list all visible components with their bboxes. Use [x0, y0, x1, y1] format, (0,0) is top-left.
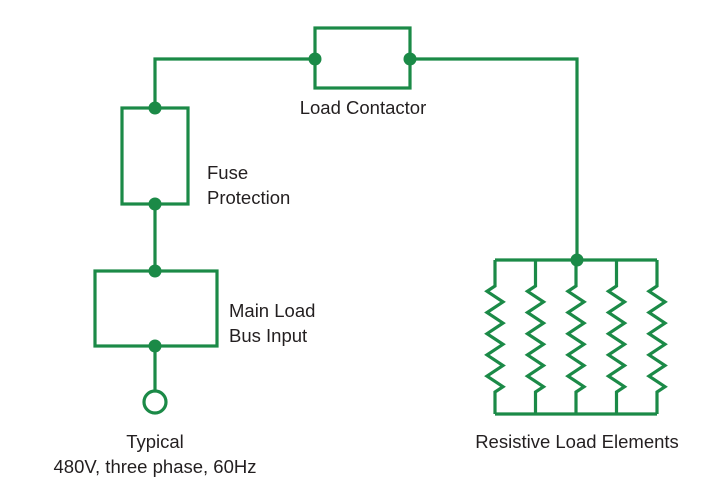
load-contactor-label: Load Contactor: [300, 97, 427, 118]
main-load-bus-box: [93, 269, 219, 348]
resistive-load-elements: Resistive Load Elements: [475, 253, 679, 452]
fuse-protection-label-line2: Protection: [207, 187, 290, 208]
fuse-protection-label-line1: Fuse: [207, 162, 248, 183]
main-load-bus-label-line1: Main Load: [229, 300, 315, 321]
power-input-label-line1: Typical: [126, 431, 184, 452]
main-load-bus-input: Main Load Bus Input: [93, 264, 315, 353]
resistor-element-2: [524, 260, 547, 414]
power-input: Typical 480V, three phase, 60Hz: [54, 389, 257, 477]
wiring: [153, 57, 579, 391]
resistor-bus-node: [570, 253, 584, 267]
bus-node-bottom: [148, 339, 162, 353]
power-input-label-line2: 480V, three phase, 60Hz: [54, 456, 257, 477]
load-contactor-node-left: [308, 52, 322, 66]
load-contactor-node-right: [403, 52, 417, 66]
main-load-bus-label-line2: Bus Input: [229, 325, 307, 346]
resistor-element-3: [565, 260, 587, 414]
load-contactor-box: [313, 26, 412, 90]
resistive-load-label: Resistive Load Elements: [475, 431, 679, 452]
fuse-protection: Fuse Protection: [120, 101, 290, 211]
input-terminal-icon: [142, 389, 168, 415]
fuse-protection-box: [120, 106, 190, 206]
fuse-node-top: [148, 101, 162, 115]
resistor-element-5: [646, 260, 668, 414]
load-contactor: Load Contactor: [300, 26, 427, 118]
resistor-element-4: [605, 260, 628, 414]
resistor-element-1: [484, 260, 506, 414]
bus-node-top: [148, 264, 162, 278]
fuse-node-bottom: [148, 197, 162, 211]
wire-top-right: [410, 57, 579, 260]
wire-top-left: [153, 57, 315, 108]
